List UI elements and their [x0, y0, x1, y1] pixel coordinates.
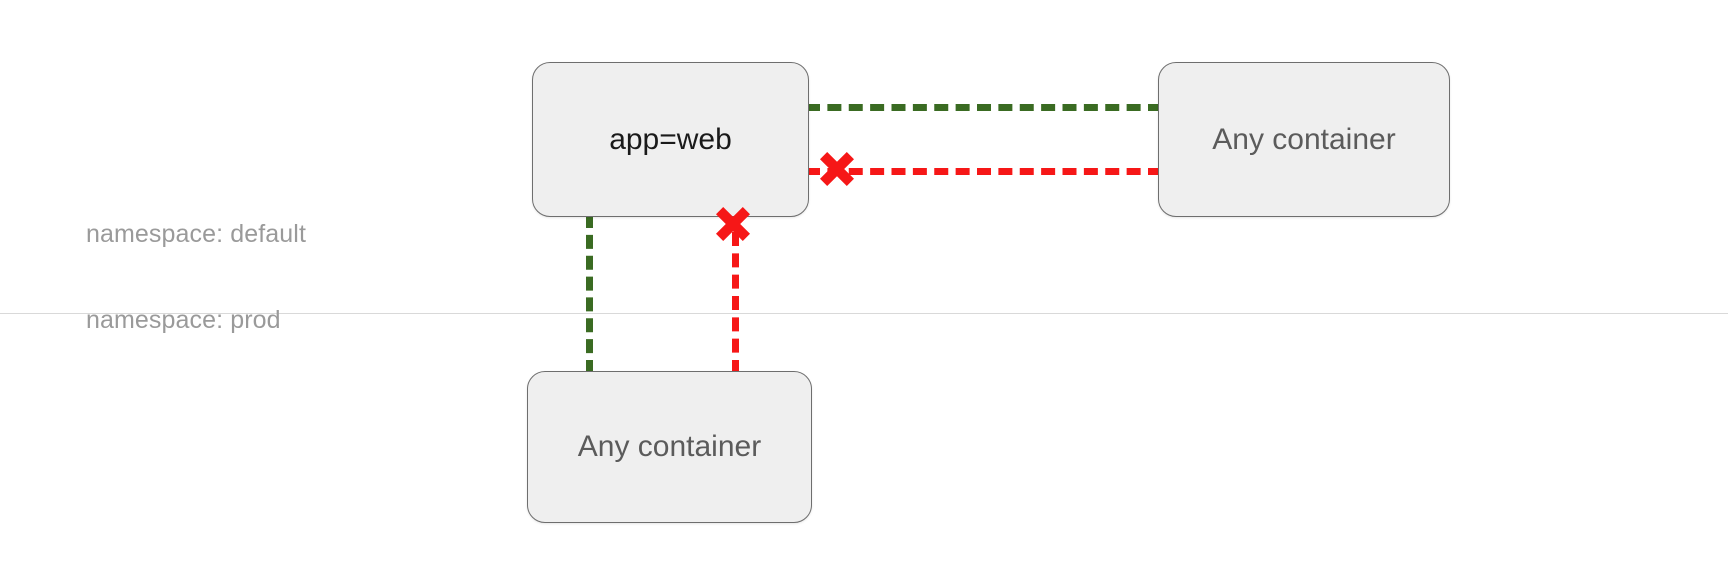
namespace-label-prod: namespace: prod: [86, 306, 281, 334]
edge-allowed-to-bottom-container: [586, 214, 593, 374]
namespace-label-default: namespace: default: [86, 220, 307, 248]
edge-allowed-to-right-container: [806, 104, 1162, 111]
node-any-container-prod-label: Any container: [577, 430, 762, 463]
node-app-web-label: app=web: [609, 122, 732, 156]
node-any-container-default-label: Any container: [1212, 122, 1396, 156]
edge-denied-to-bottom-container: [732, 232, 739, 374]
node-any-container-default[interactable]: Any container: [1158, 62, 1450, 217]
edge-denied-to-right-container: [806, 168, 1162, 175]
node-any-container-prod[interactable]: Any container: [527, 371, 812, 523]
x-mark-icon: [713, 204, 753, 244]
node-app-web[interactable]: app=web: [532, 62, 809, 217]
namespace-divider: [0, 313, 1728, 314]
x-mark-icon: [817, 149, 857, 189]
